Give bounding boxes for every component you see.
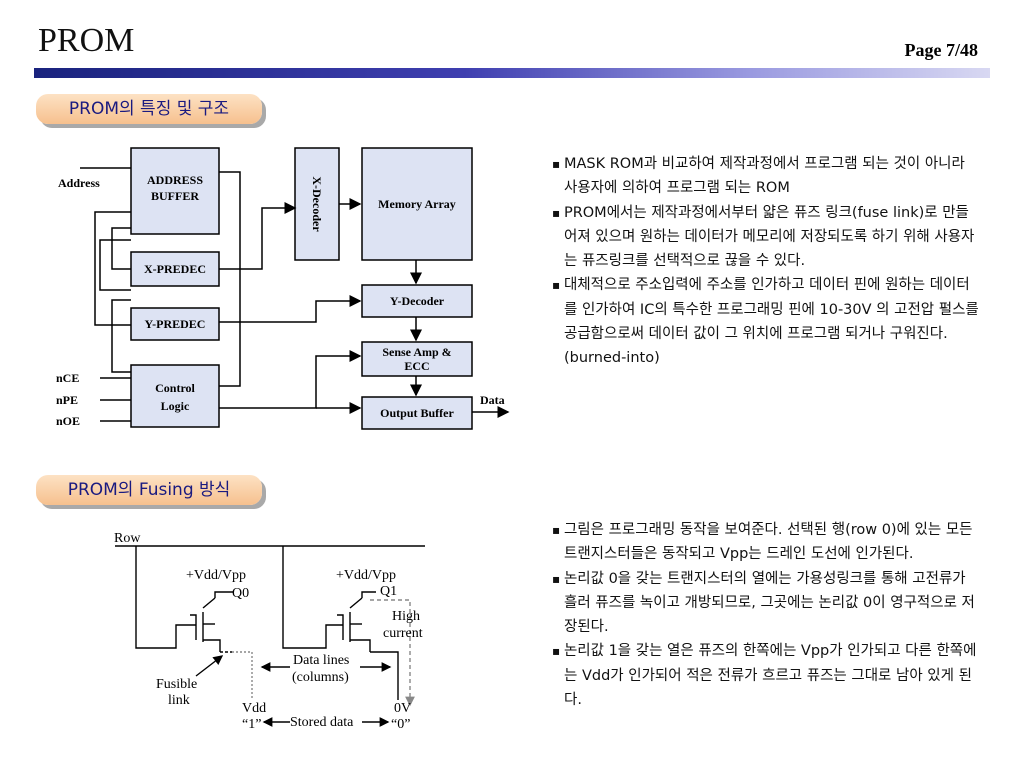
- page-number: Page 7/48: [904, 40, 979, 60]
- address-buffer-label-1: ADDRESS: [147, 173, 203, 187]
- vdd-vpp-left-label: +Vdd/Vpp: [186, 568, 246, 583]
- fusing-bullet: 논리값 1을 갖는 열은 퓨즈의 한쪽에는 Vpp가 인가되고 다른 한쪽에는 …: [552, 639, 982, 712]
- structure-bullet: 대체적으로 주소입력에 주소를 인가하고 데이터 핀에 원하는 데이터를 인가하…: [552, 273, 982, 370]
- stored-zero-label: “0”: [391, 717, 410, 732]
- control-logic-label-1: Control: [155, 381, 195, 395]
- sense-amp-label-2: ECC: [404, 359, 429, 373]
- control-logic-box: [130, 364, 220, 428]
- stored-one-label: “1”: [242, 717, 261, 732]
- section-heading-fusing: PROM의 Fusing 방식: [36, 475, 262, 505]
- memory-array-box: [361, 147, 473, 261]
- structure-bullet: MASK ROM과 비교하여 제작과정에서 프로그램 되는 것이 아니라 사용자…: [552, 152, 982, 201]
- noe-input-label: nOE: [56, 414, 80, 428]
- nce-input-label: nCE: [56, 371, 79, 385]
- header-divider: [34, 68, 990, 78]
- sense-amp-label-1: Sense Amp &: [382, 345, 451, 359]
- fusing-bullet-list: 그림은 프로그래밍 동작을 보여준다. 선택된 행(row 0)에 있는 모든 …: [552, 518, 982, 712]
- output-buffer-box: [361, 396, 473, 430]
- high-current-label-1: High: [392, 609, 420, 624]
- high-current-label-2: current: [383, 626, 423, 641]
- fusible-link-label-2: link: [168, 693, 190, 708]
- structure-bullet-list: MASK ROM과 비교하여 제작과정에서 프로그램 되는 것이 아니라 사용자…: [552, 152, 982, 371]
- fusible-link-label-1: Fusible: [156, 677, 197, 692]
- vdd-label: Vdd: [242, 701, 266, 716]
- stored-data-label: Stored data: [290, 715, 354, 730]
- memory-array-label: Memory Array: [378, 197, 456, 211]
- x-decoder-label: X-Decoder: [310, 176, 324, 232]
- data-lines-label-2: (columns): [292, 670, 349, 685]
- y-predec-box: [130, 307, 220, 341]
- y-decoder-box: [361, 284, 473, 318]
- sense-amp-box: [361, 341, 473, 377]
- q0-label: Q0: [232, 586, 249, 601]
- address-buffer-box: [130, 147, 220, 235]
- structure-bullet: PROM에서는 제작과정에서부터 얇은 퓨즈 링크(fuse link)로 만들…: [552, 201, 982, 274]
- address-buffer-label-2: BUFFER: [151, 189, 199, 203]
- vdd-vpp-right-label: +Vdd/Vpp: [336, 568, 396, 583]
- section-heading-structure: PROM의 특징 및 구조: [36, 94, 262, 124]
- output-buffer-label: Output Buffer: [380, 406, 454, 420]
- zero-v-label: 0V: [394, 701, 411, 716]
- data-output-label: Data: [480, 393, 505, 407]
- y-decoder-label: Y-Decoder: [390, 294, 445, 308]
- control-logic-label-2: Logic: [161, 399, 190, 413]
- x-predec-label: X-PREDEC: [144, 262, 206, 276]
- data-lines-label-1: Data lines: [293, 653, 349, 668]
- y-predec-label: Y-PREDEC: [145, 317, 206, 331]
- fusing-bullet: 논리값 0을 갖는 트랜지스터의 열에는 가용성링크를 통해 고전류가 흘러 퓨…: [552, 567, 982, 640]
- npe-input-label: nPE: [56, 393, 78, 407]
- x-decoder-box: [294, 147, 340, 261]
- page-title: PROM: [38, 22, 135, 59]
- address-input-label: Address: [58, 176, 100, 190]
- fusing-bullet: 그림은 프로그래밍 동작을 보여준다. 선택된 행(row 0)에 있는 모든 …: [552, 518, 982, 567]
- row-label: Row: [114, 531, 141, 546]
- q1-label: Q1: [380, 584, 397, 599]
